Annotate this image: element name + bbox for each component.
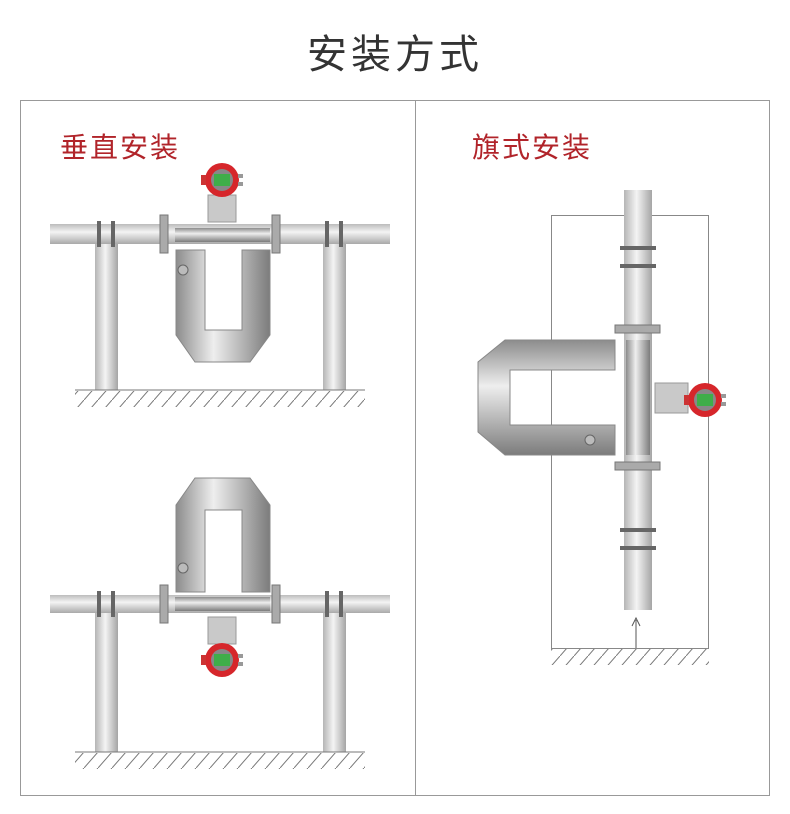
- outer-frame: [20, 100, 770, 796]
- meter-body: [477, 339, 616, 456]
- bracket: [654, 382, 689, 414]
- transmitter-icon: [201, 163, 243, 197]
- vertical-install-u-down: [50, 163, 390, 407]
- page-title: 安装方式: [307, 32, 483, 78]
- meter-body: [175, 249, 271, 363]
- transmitter-icon: [201, 643, 243, 677]
- support-post: [95, 240, 118, 390]
- flag-install: [477, 190, 726, 665]
- vertical-install-u-up: [50, 477, 390, 769]
- ground-hatch: [75, 391, 365, 407]
- transmitter-icon: [684, 383, 726, 417]
- ground-hatch: [551, 649, 709, 665]
- meter-body: [175, 477, 271, 593]
- vertical-install-label: 垂直安装: [60, 131, 181, 164]
- ground-hatch: [75, 753, 365, 769]
- bracket: [207, 194, 237, 223]
- meter-manifold: [175, 228, 270, 242]
- support-post: [95, 610, 118, 752]
- support-post: [323, 240, 346, 390]
- support-post: [323, 610, 346, 752]
- bracket: [207, 616, 237, 645]
- flag-install-label: 旗式安装: [472, 131, 593, 164]
